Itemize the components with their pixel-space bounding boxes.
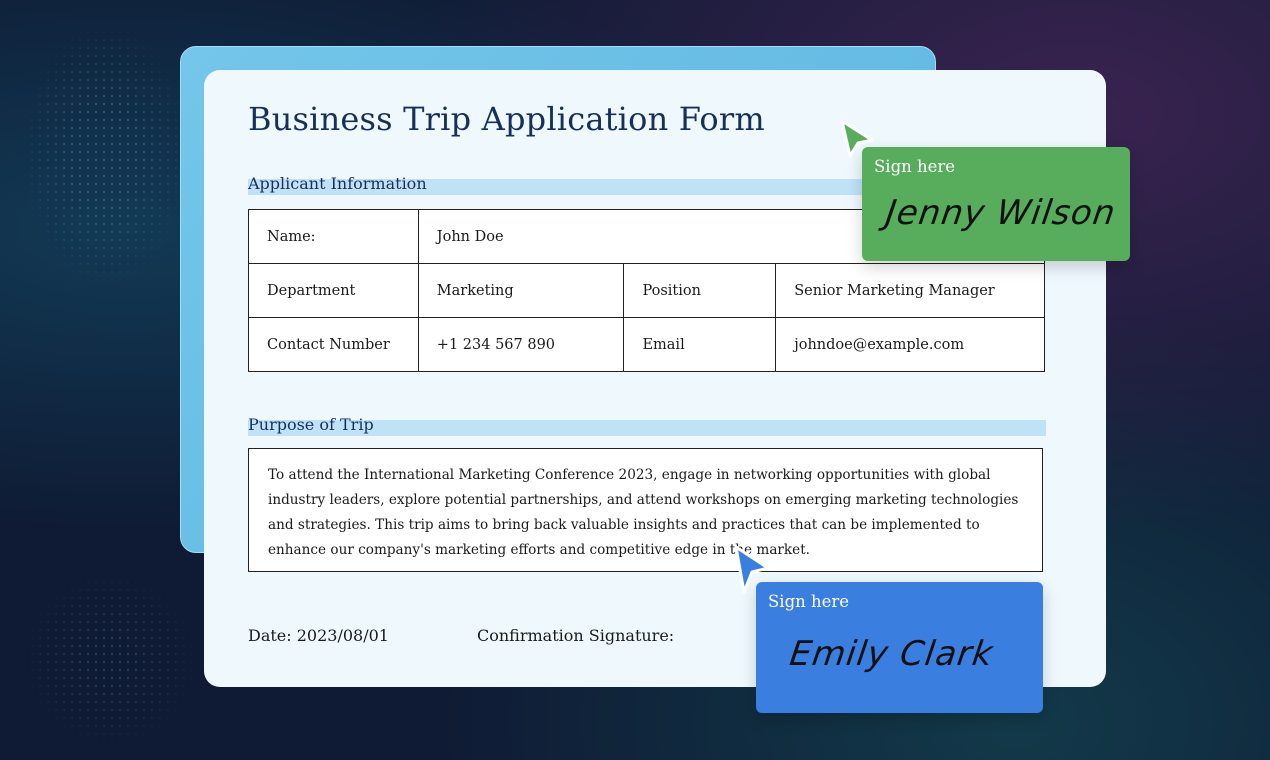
email-value-field[interactable]: johndoe@example.com (775, 317, 1045, 372)
form-sheet: Business Trip Application Form Applicant… (204, 70, 1106, 687)
sign-here-box-green[interactable]: Sign here Jenny Wilson (862, 147, 1130, 261)
form-title: Business Trip Application Form (248, 100, 765, 138)
email-label: Email (623, 317, 777, 372)
date-label: Date: 2023/08/01 (248, 626, 389, 645)
signature-emily-clark: Emily Clark (787, 634, 996, 674)
table-row: Contact Number +1 234 567 890 Email john… (248, 317, 1045, 372)
position-label: Position (623, 263, 777, 318)
department-value-field[interactable]: Marketing (417, 263, 625, 318)
background-dot-pattern-bottom (20, 570, 200, 750)
sign-here-box-blue[interactable]: Sign here Emily Clark (756, 582, 1043, 713)
section-applicant-information: Applicant Information (248, 174, 1046, 195)
confirmation-signature-label: Confirmation Signature: (477, 626, 675, 645)
applicant-info-table: Name: John Doe Department Marketing Posi… (248, 209, 1046, 372)
background-dot-pattern (20, 20, 190, 290)
contact-number-label: Contact Number (248, 317, 419, 372)
cursor-arrow-icon (840, 119, 874, 158)
sign-here-label: Sign here (874, 157, 956, 176)
sign-here-label: Sign here (768, 592, 850, 611)
name-label: Name: (248, 209, 419, 264)
contact-number-value-field[interactable]: +1 234 567 890 (417, 317, 625, 372)
cursor-arrow-icon (734, 545, 770, 594)
signature-jenny-wilson: Jenny Wilson (883, 193, 1119, 233)
department-label: Department (248, 263, 419, 318)
table-row: Department Marketing Position Senior Mar… (248, 263, 1045, 318)
section-purpose-title: Purpose of Trip (248, 415, 374, 434)
section-purpose-of-trip: Purpose of Trip (248, 415, 1046, 436)
purpose-text-area[interactable]: To attend the International Marketing Co… (248, 448, 1043, 572)
section-applicant-title: Applicant Information (248, 174, 427, 193)
position-value-field[interactable]: Senior Marketing Manager (775, 263, 1045, 318)
